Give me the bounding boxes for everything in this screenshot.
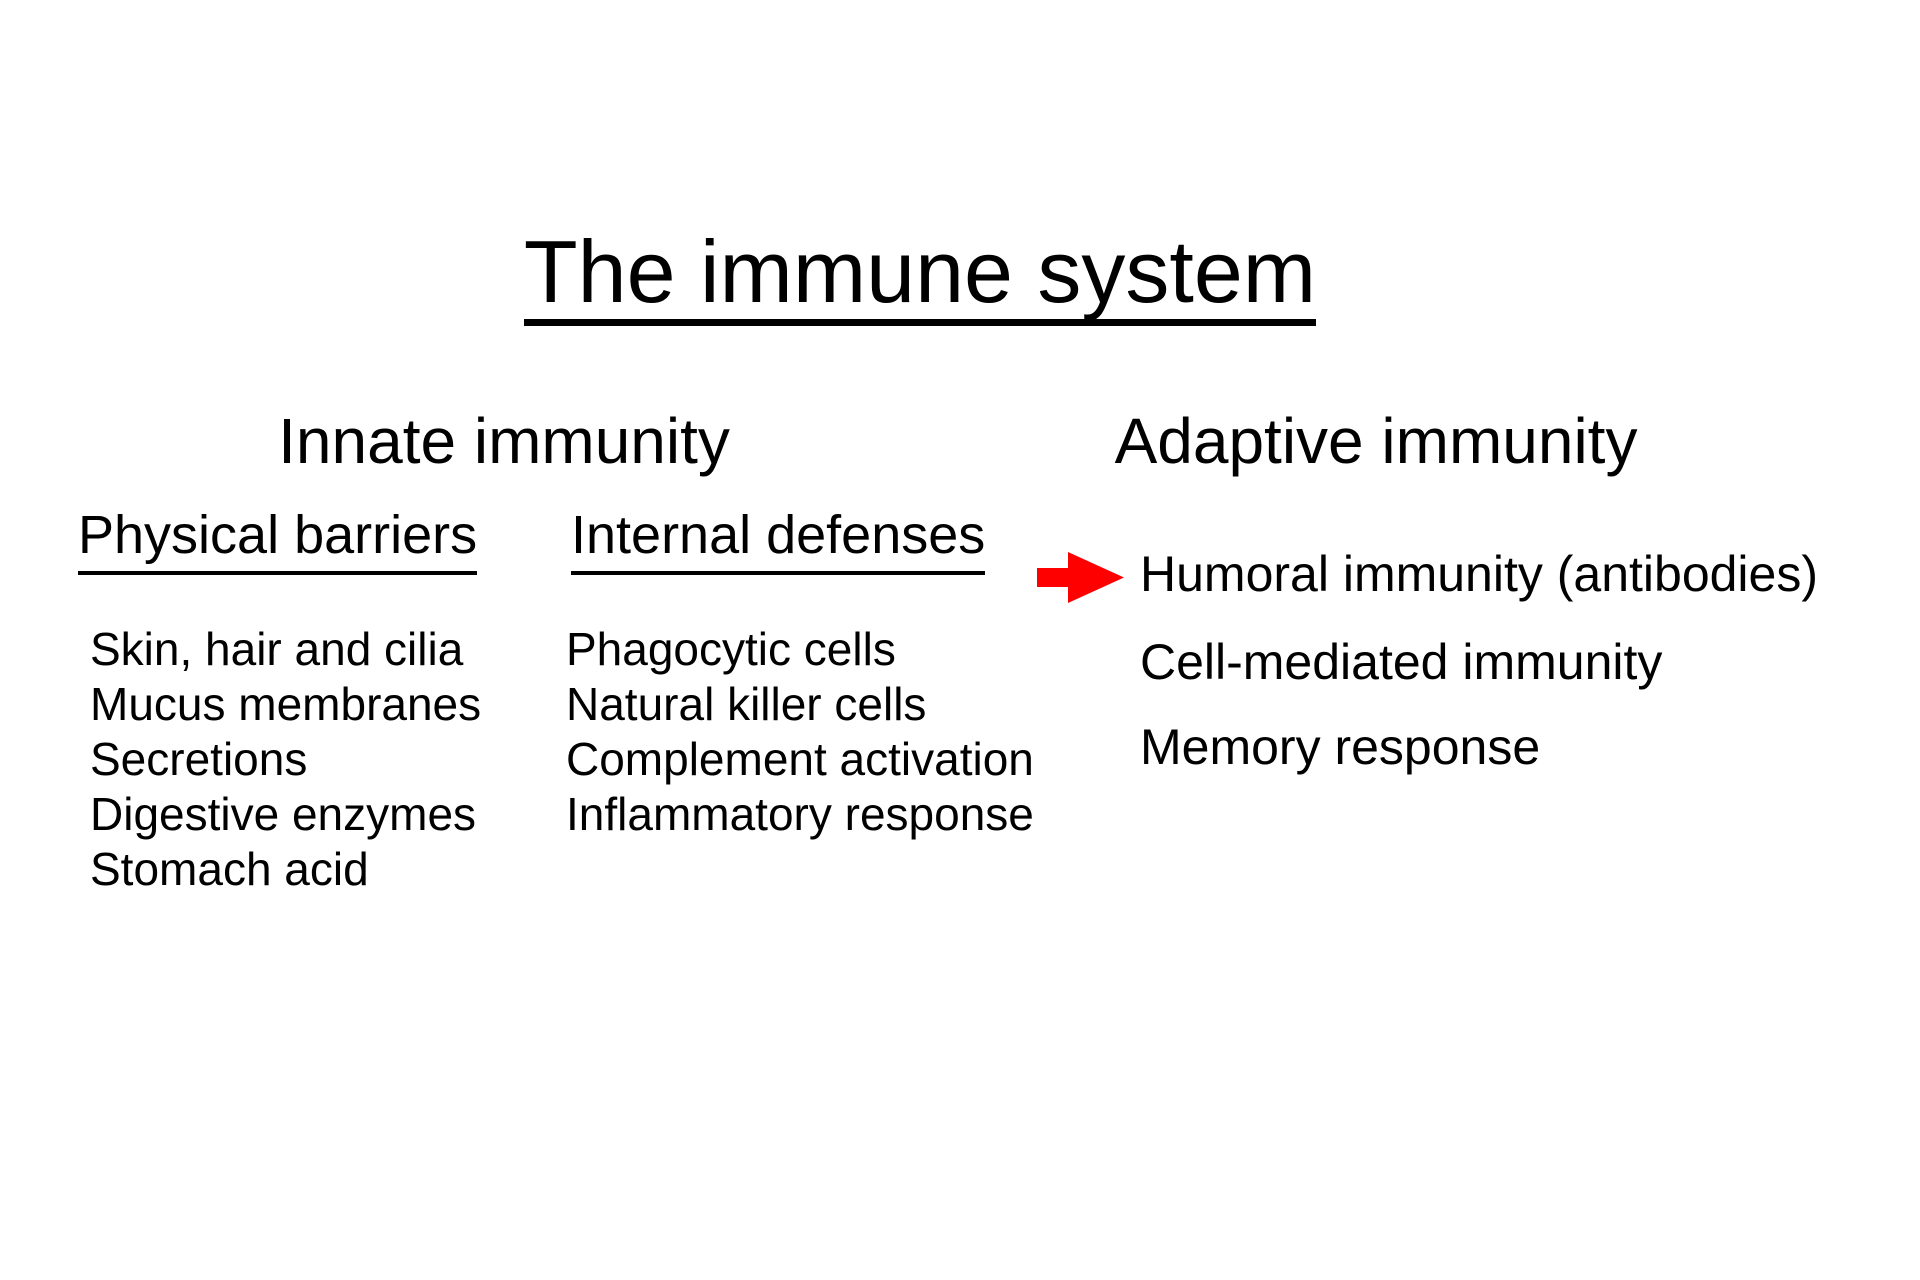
innate-immunity-heading: Innate immunity (278, 405, 730, 477)
adaptive-immunity-heading: Adaptive immunity (1114, 405, 1638, 477)
physical-barriers-list: Skin, hair and cilia Mucus membranes Sec… (90, 622, 481, 897)
list-item: Complement activation (566, 733, 1034, 785)
list-item: Stomach acid (90, 843, 369, 895)
adaptive-item-memory: Memory response (1140, 719, 1541, 775)
list-item: Secretions (90, 733, 308, 785)
adaptive-item-cell-mediated: Cell-mediated immunity (1140, 634, 1663, 690)
internal-defenses-list: Phagocytic cells Natural killer cells Co… (566, 622, 1034, 842)
page-title: The immune system (523, 228, 1317, 326)
list-item: Phagocytic cells (566, 623, 896, 675)
list-item: Digestive enzymes (90, 788, 477, 840)
right-arrow-icon (1037, 551, 1125, 604)
internal-defenses-heading-wrap: Internal defenses (571, 508, 986, 575)
adaptive-item-humoral: Humoral immunity (antibodies) (1140, 546, 1819, 602)
title-row: The immune system (0, 228, 1880, 326)
list-item: Inflammatory response (566, 788, 1034, 840)
internal-defenses-heading: Internal defenses (571, 508, 986, 575)
list-item: Natural killer cells (566, 678, 927, 730)
list-item: Skin, hair and cilia (90, 623, 464, 675)
list-item: Mucus membranes (90, 678, 482, 730)
right-arrow-shape (1037, 552, 1124, 603)
physical-barriers-heading: Physical barriers (78, 508, 478, 575)
physical-barriers-heading-wrap: Physical barriers (78, 508, 478, 575)
